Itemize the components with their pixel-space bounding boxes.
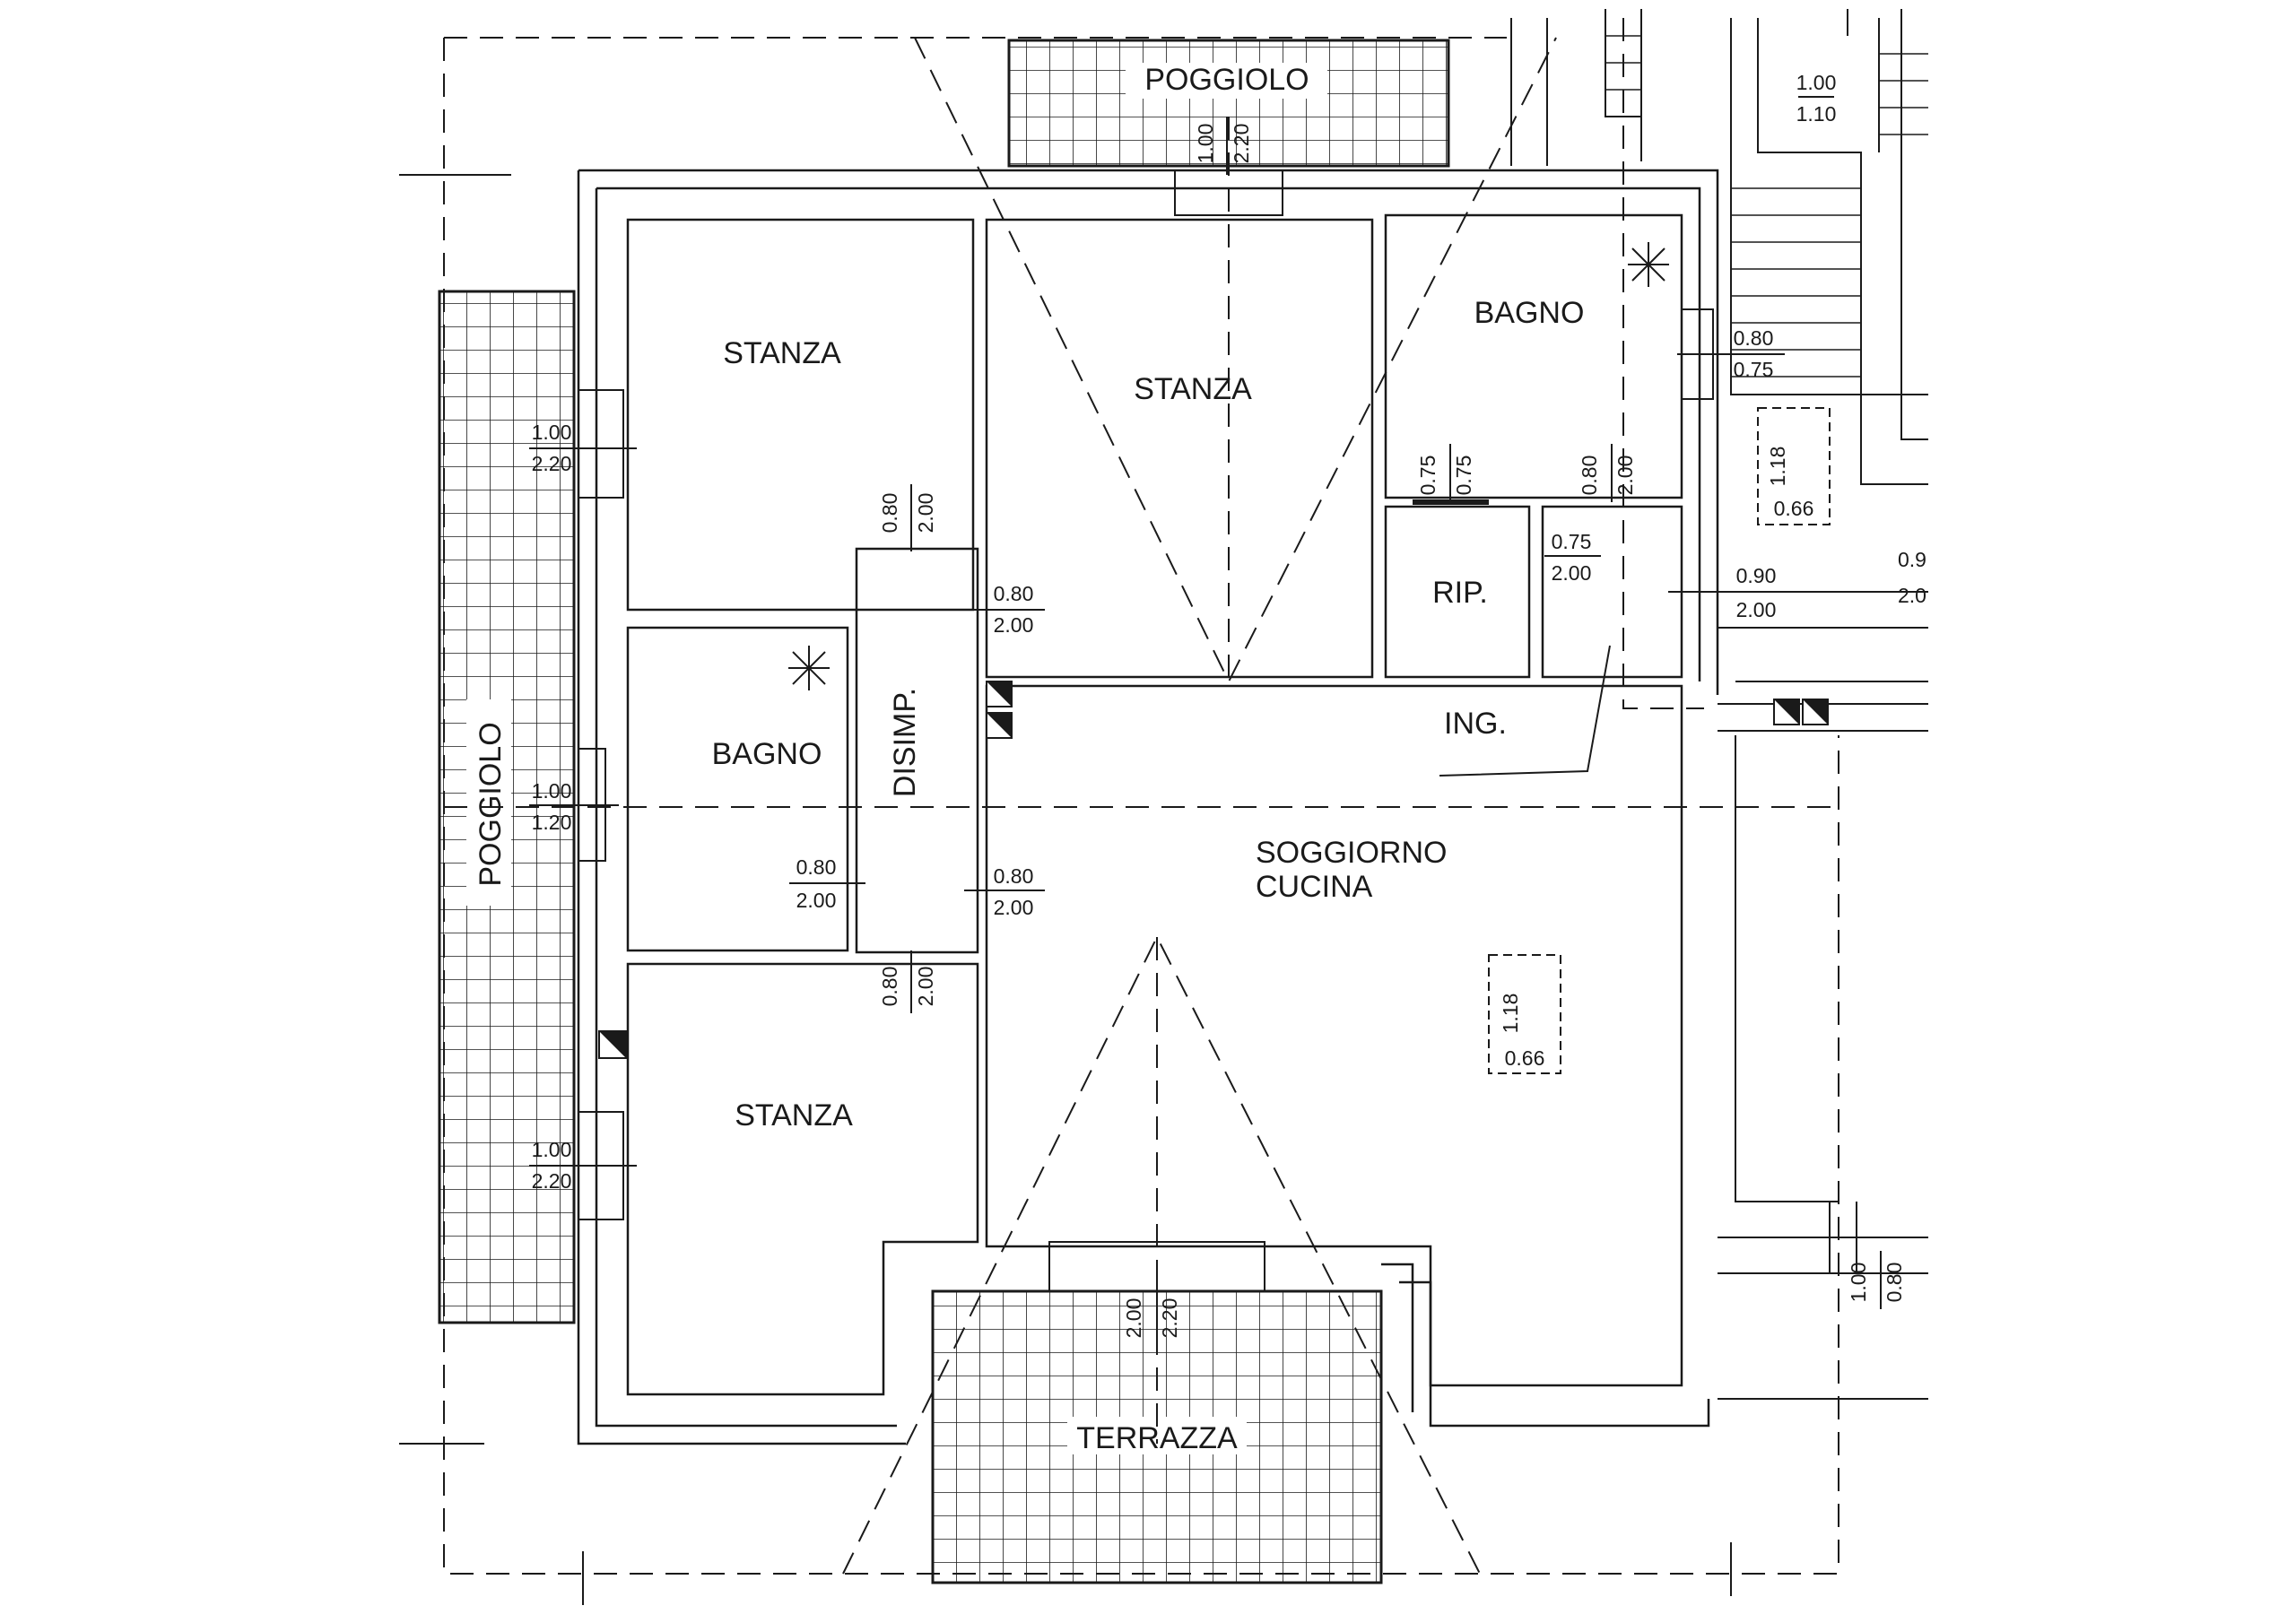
room-stanza-top-left: [626, 218, 975, 612]
dim-bagno-left-door-1: 0.80: [796, 855, 837, 879]
dim-stanza-bl-window-2: 2.20: [532, 1169, 572, 1193]
label-soggiorno: SOGGIORNO: [1256, 836, 1447, 870]
exterior-walls: [577, 169, 1719, 1445]
dim-right-partial-1: 0.9: [1898, 548, 1926, 571]
label-cucina: CUCINA: [1256, 870, 1373, 904]
dim-bagno-tr-window-1: 0.80: [1734, 326, 1774, 350]
dim-stanza-bl-window-1: 1.00: [532, 1138, 572, 1161]
label-bagno-left: BAGNO: [712, 737, 822, 771]
dim-bagno-tr-door-1: 0.80: [1578, 456, 1601, 496]
label-stanza-top-left: STANZA: [723, 336, 841, 370]
dim-stanza-tl-door-1: 0.80: [878, 493, 901, 534]
dim-shaft-right-2: 0.66: [1774, 497, 1814, 520]
room-soggiorno-cucina: [985, 684, 1683, 1387]
dim-stanza-bl-door-2: 2.00: [914, 967, 937, 1007]
dim-stanza-tl-door-2: 2.00: [914, 493, 937, 534]
dim-bagno-left-window-2: 1.20: [532, 811, 572, 834]
dim-shaft-center-2: 0.66: [1505, 1046, 1545, 1070]
dim-stanza-tl-window-1: 1.00: [532, 421, 572, 444]
vent-icon: [788, 242, 1669, 690]
dim-rip-door-1: 0.75: [1416, 456, 1439, 496]
dim-disimp-bottom-2: 2.00: [994, 896, 1034, 919]
label-terrazza: TERRAZZA: [1076, 1421, 1238, 1455]
dim-bagno-left-window-1: 1.00: [532, 779, 572, 803]
dim-disimp-top-1: 0.80: [994, 582, 1034, 605]
dim-shaft-right-1: 1.18: [1766, 447, 1789, 487]
dim-top-window-1: 1.00: [1194, 124, 1217, 164]
dim-stanza-bl-door-1: 0.80: [878, 967, 901, 1007]
dim-shaft-center-1: 1.18: [1499, 994, 1522, 1034]
label-poggiolo-top: POGGIOLO: [1144, 63, 1309, 97]
dim-disimp-top-2: 2.00: [994, 613, 1034, 637]
dim-bottom-right-window-1: 1.00: [1847, 1263, 1870, 1303]
dim-bagno-tr-door-2: 2.00: [1613, 456, 1637, 496]
label-bagno-top-right: BAGNO: [1474, 296, 1585, 330]
dimension-labels: 1.00 1.10 1.00 2.20 1.00 1.20 1.00 2.20 …: [529, 71, 1928, 1345]
label-rip: RIP.: [1432, 576, 1488, 610]
neighbor-structure: [1510, 9, 1928, 1400]
label-ing: ING.: [1444, 707, 1507, 741]
room-stanza-bottom-left: [626, 962, 979, 1396]
room-bagno-left: [626, 626, 849, 952]
label-poggiolo-left: POGGIOLO: [474, 722, 508, 886]
dim-ing-door-2: 2.00: [1552, 561, 1592, 585]
dim-entrance-door-1: 0.90: [1736, 564, 1777, 587]
dim-terrazza-door-1: 2.00: [1122, 1298, 1145, 1339]
dim-bagno-left-door-2: 2.00: [796, 889, 837, 912]
dim-right-partial-2: 2.0: [1898, 584, 1926, 607]
dim-ing-door-1: 0.75: [1552, 530, 1592, 553]
dim-right-top-2: 1.10: [1796, 102, 1837, 126]
dim-bottom-right-window-2: 0.80: [1883, 1263, 1906, 1303]
dim-entrance-door-2: 2.00: [1736, 598, 1777, 621]
dim-bagno-tr-window-2: 0.75: [1734, 358, 1774, 381]
room-stanza-top-center: [985, 218, 1374, 679]
room-rip: [1384, 505, 1531, 679]
room-disimp: [855, 547, 979, 954]
poggiolo-top: [1007, 39, 1450, 168]
label-disimp: DISIMP.: [888, 688, 922, 797]
dim-terrazza-door-2: 2.20: [1158, 1298, 1181, 1339]
label-stanza-bottom-left: STANZA: [735, 1098, 853, 1133]
dim-disimp-bottom-1: 0.80: [994, 864, 1034, 888]
flue-markers: [598, 681, 1829, 1059]
dim-right-top-1: 1.00: [1796, 71, 1837, 94]
dim-top-window-2: 2.20: [1230, 124, 1253, 164]
dim-rip-door-2: 0.75: [1452, 456, 1475, 496]
dim-stanza-tl-window-2: 2.20: [532, 452, 572, 475]
label-stanza-top-center: STANZA: [1134, 372, 1252, 406]
